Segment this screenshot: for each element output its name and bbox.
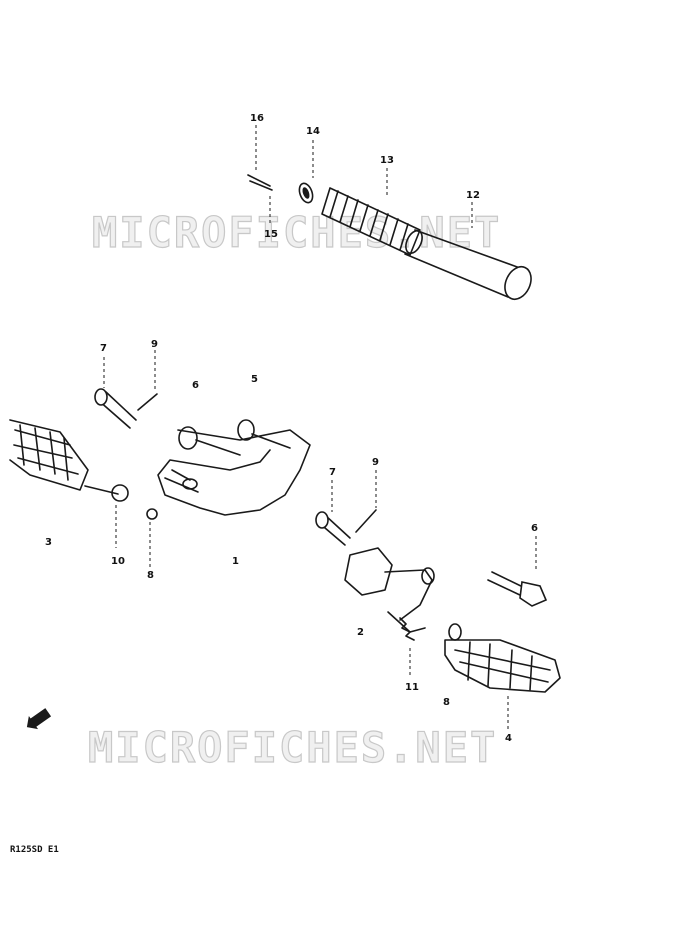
footrest-left-part: [9, 419, 89, 491]
callout-9-upper: 9: [151, 339, 158, 350]
callout-14: 14: [306, 126, 320, 137]
callout-11: 11: [405, 682, 419, 693]
bolt-left-part: [94, 357, 137, 429]
split-pin-part: [247, 125, 273, 191]
callout-10: 10: [111, 556, 125, 567]
right-bracket-part: [344, 547, 435, 633]
footrest-bracket-part: [157, 419, 311, 516]
callout-4: 4: [505, 733, 512, 744]
callout-12: 12: [466, 190, 480, 201]
callout-8-right: 8: [443, 697, 450, 708]
pillion-footrest-group: [247, 125, 532, 301]
callout-16: 16: [250, 113, 264, 124]
callout-6-upper: 6: [192, 380, 199, 391]
spring-part: [399, 617, 415, 678]
watermark-top: MICROFICHES.NET: [92, 208, 501, 257]
right-footrest-group: [315, 470, 561, 730]
rubber-grip-part: [321, 168, 421, 256]
footrest-shaft-part: [404, 202, 532, 301]
callout-6-lower: 6: [531, 523, 538, 534]
spring-pin-right-part: [355, 470, 377, 533]
callout-5: 5: [251, 374, 258, 385]
front-direction-arrow-icon: [26, 708, 52, 730]
pivot-pin-part: [84, 484, 129, 548]
washer-part: [298, 140, 314, 204]
callout-7-upper: 7: [100, 343, 107, 354]
callout-3: 3: [45, 537, 52, 548]
footrest-right-part: [444, 623, 561, 730]
callout-1: 1: [232, 556, 239, 567]
left-footrest-group: [9, 350, 311, 568]
callout-7-lower: 7: [329, 467, 336, 478]
bolt-part: [487, 536, 548, 607]
bolt-right-part: [315, 480, 351, 546]
callout-9-lower: 9: [372, 457, 379, 468]
callout-2: 2: [357, 627, 364, 638]
clip-left-part: [146, 508, 158, 568]
callout-15: 15: [264, 229, 278, 240]
diagram-code: R125SD E1: [10, 845, 59, 855]
callout-8-left: 8: [147, 570, 154, 581]
watermark-bottom: MICROFICHES.NET: [88, 723, 497, 772]
spring-pin-left-part: [137, 350, 158, 411]
callout-13: 13: [380, 155, 394, 166]
